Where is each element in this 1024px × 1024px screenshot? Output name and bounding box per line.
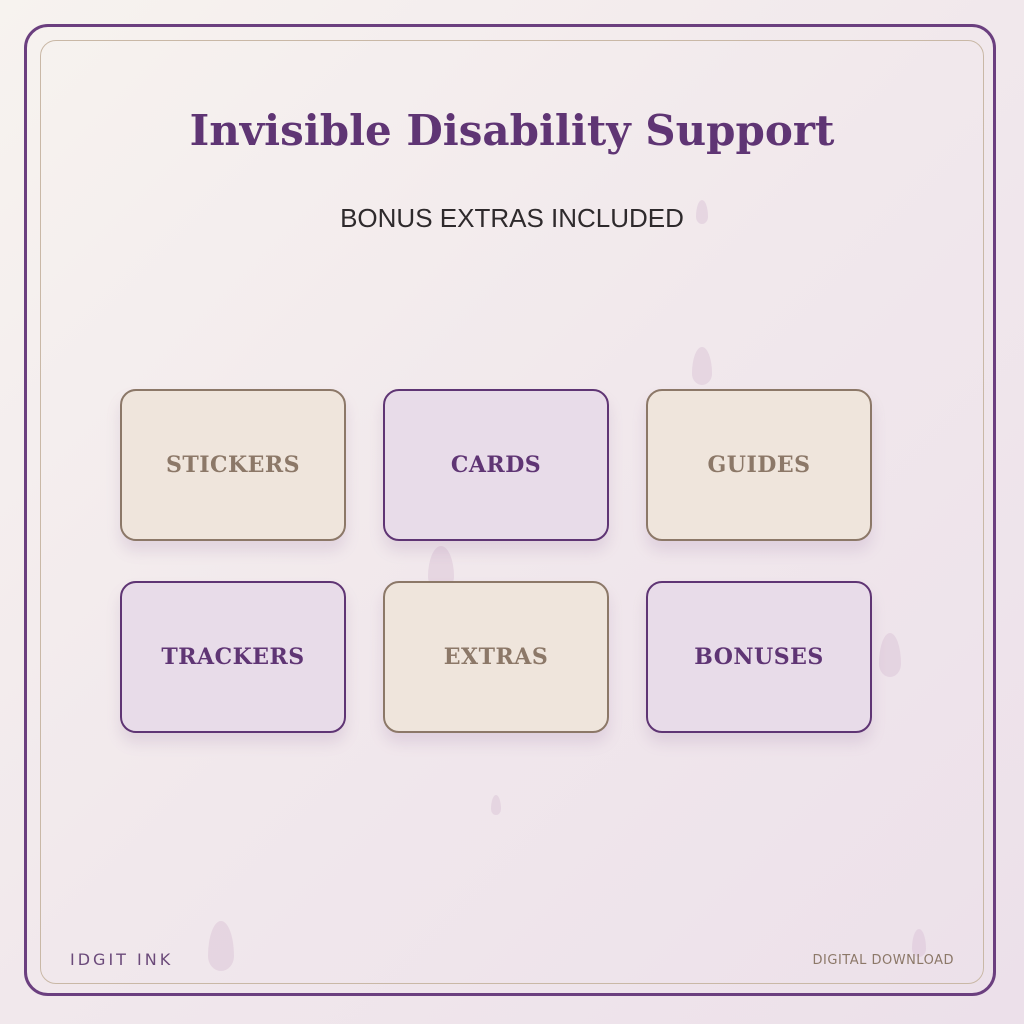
card-trackers[interactable]: TRACKERS bbox=[120, 581, 346, 733]
card-guides[interactable]: GUIDES bbox=[646, 389, 872, 541]
petal-decoration bbox=[692, 347, 712, 385]
card-label: GUIDES bbox=[707, 452, 811, 478]
card-label: BONUSES bbox=[694, 644, 824, 670]
brand-name: IDGIT INK bbox=[70, 950, 174, 969]
outer-frame bbox=[24, 24, 996, 996]
card-extras[interactable]: EXTRAS bbox=[383, 581, 609, 733]
petal-decoration bbox=[696, 200, 708, 224]
page-title: Invisible Disability Support bbox=[189, 106, 835, 155]
card-stickers[interactable]: STICKERS bbox=[120, 389, 346, 541]
petal-decoration bbox=[879, 633, 901, 677]
petal-decoration bbox=[912, 929, 926, 957]
petal-decoration bbox=[491, 795, 501, 815]
card-label: EXTRAS bbox=[443, 644, 549, 670]
card-label: TRACKERS bbox=[161, 644, 305, 670]
card-label: CARDS bbox=[450, 452, 542, 478]
download-tag: DIGITAL DOWNLOAD bbox=[812, 953, 954, 968]
card-bonuses[interactable]: BONUSES bbox=[646, 581, 872, 733]
extras-grid: STICKERS CARDS GUIDES TRACKERS EXTRAS BO… bbox=[120, 389, 872, 733]
card-cards[interactable]: CARDS bbox=[383, 389, 609, 541]
page-subtitle: BONUS EXTRAS INCLUDED bbox=[340, 203, 684, 233]
card-label: STICKERS bbox=[165, 452, 301, 478]
inner-frame bbox=[40, 40, 984, 984]
petal-decoration bbox=[208, 921, 234, 971]
